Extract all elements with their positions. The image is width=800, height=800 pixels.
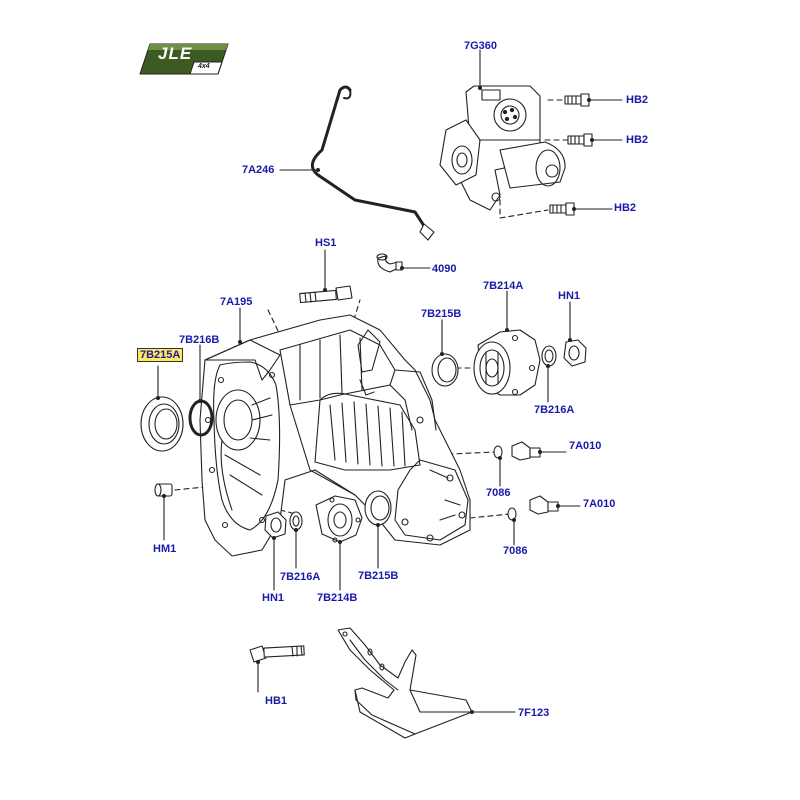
dowel-hm1[interactable] [154,483,173,497]
callout-hb1[interactable]: HB1 [265,695,288,707]
callout-hn1-bottom[interactable]: HN1 [262,592,285,604]
washer-7B216A-top[interactable] [541,345,557,367]
callout-7B216A-top[interactable]: 7B216A [534,404,575,416]
leader-dots [156,86,594,714]
breather-tube-7A246[interactable] [310,85,435,241]
callout-hn1-top[interactable]: HN1 [558,290,581,302]
callout-7A246[interactable]: 7A246 [242,164,275,176]
plug-7A010-b[interactable] [529,495,559,515]
bolt-hb2-c[interactable] [549,202,575,216]
callout-7A010-a[interactable]: 7A010 [569,440,602,452]
logo-badge [139,43,229,75]
seal-7B215B-bottom[interactable] [364,490,392,526]
logo-subtext: 4x4 [198,63,210,70]
logo-text: JLE [158,44,193,63]
callout-7B215B-top[interactable]: 7B215B [421,308,462,320]
plug-7A010-a[interactable] [511,441,541,461]
bolt-hb2-b[interactable] [567,133,593,147]
callout-7086-a[interactable]: 7086 [486,487,511,499]
flange-7B214A[interactable] [473,329,541,396]
callout-7B216A-bottom[interactable]: 7B216A [280,571,321,583]
elbow-fitting-4090[interactable] [376,253,403,273]
flange-7B214B[interactable] [315,495,363,543]
bracket-7F123[interactable] [337,627,473,739]
callout-7B216B[interactable]: 7B216B [179,334,220,346]
callout-7B214B[interactable]: 7B214B [317,592,358,604]
callout-hs1[interactable]: HS1 [315,237,337,249]
bolt-hb1[interactable] [249,645,305,663]
callout-7086-b[interactable]: 7086 [503,545,528,557]
callout-7F123[interactable]: 7F123 [518,707,550,719]
nut-hn1-bottom[interactable] [264,511,287,539]
leader-lines [157,49,623,713]
callout-7B215A[interactable]: 7B215A [137,348,184,362]
callout-7B214A[interactable]: 7B214A [483,280,524,292]
seal-7B215A[interactable] [140,396,184,452]
callout-hb2-a[interactable]: HB2 [626,94,649,106]
callout-hm1[interactable]: HM1 [153,543,177,555]
callout-7G360[interactable]: 7G360 [464,40,498,52]
stud-hs1[interactable] [299,285,353,304]
seal-7B215B-top[interactable] [431,353,459,387]
nut-hn1-top[interactable] [563,339,587,367]
washer-7B216A-bottom[interactable] [289,511,303,531]
bolt-guide-lines [174,99,569,519]
bolt-hb2-a[interactable] [564,93,590,107]
transfer-case-housing-7A195[interactable] [199,314,471,557]
callout-7A010-b[interactable]: 7A010 [583,498,616,510]
callout-7A195[interactable]: 7A195 [220,296,253,308]
callout-4090[interactable]: 4090 [432,263,457,275]
callout-hb2-b[interactable]: HB2 [626,134,649,146]
callout-hb2-c[interactable]: HB2 [614,202,637,214]
actuator-motor-7G360[interactable] [439,85,566,211]
callout-7B215B-bottom[interactable]: 7B215B [358,570,399,582]
